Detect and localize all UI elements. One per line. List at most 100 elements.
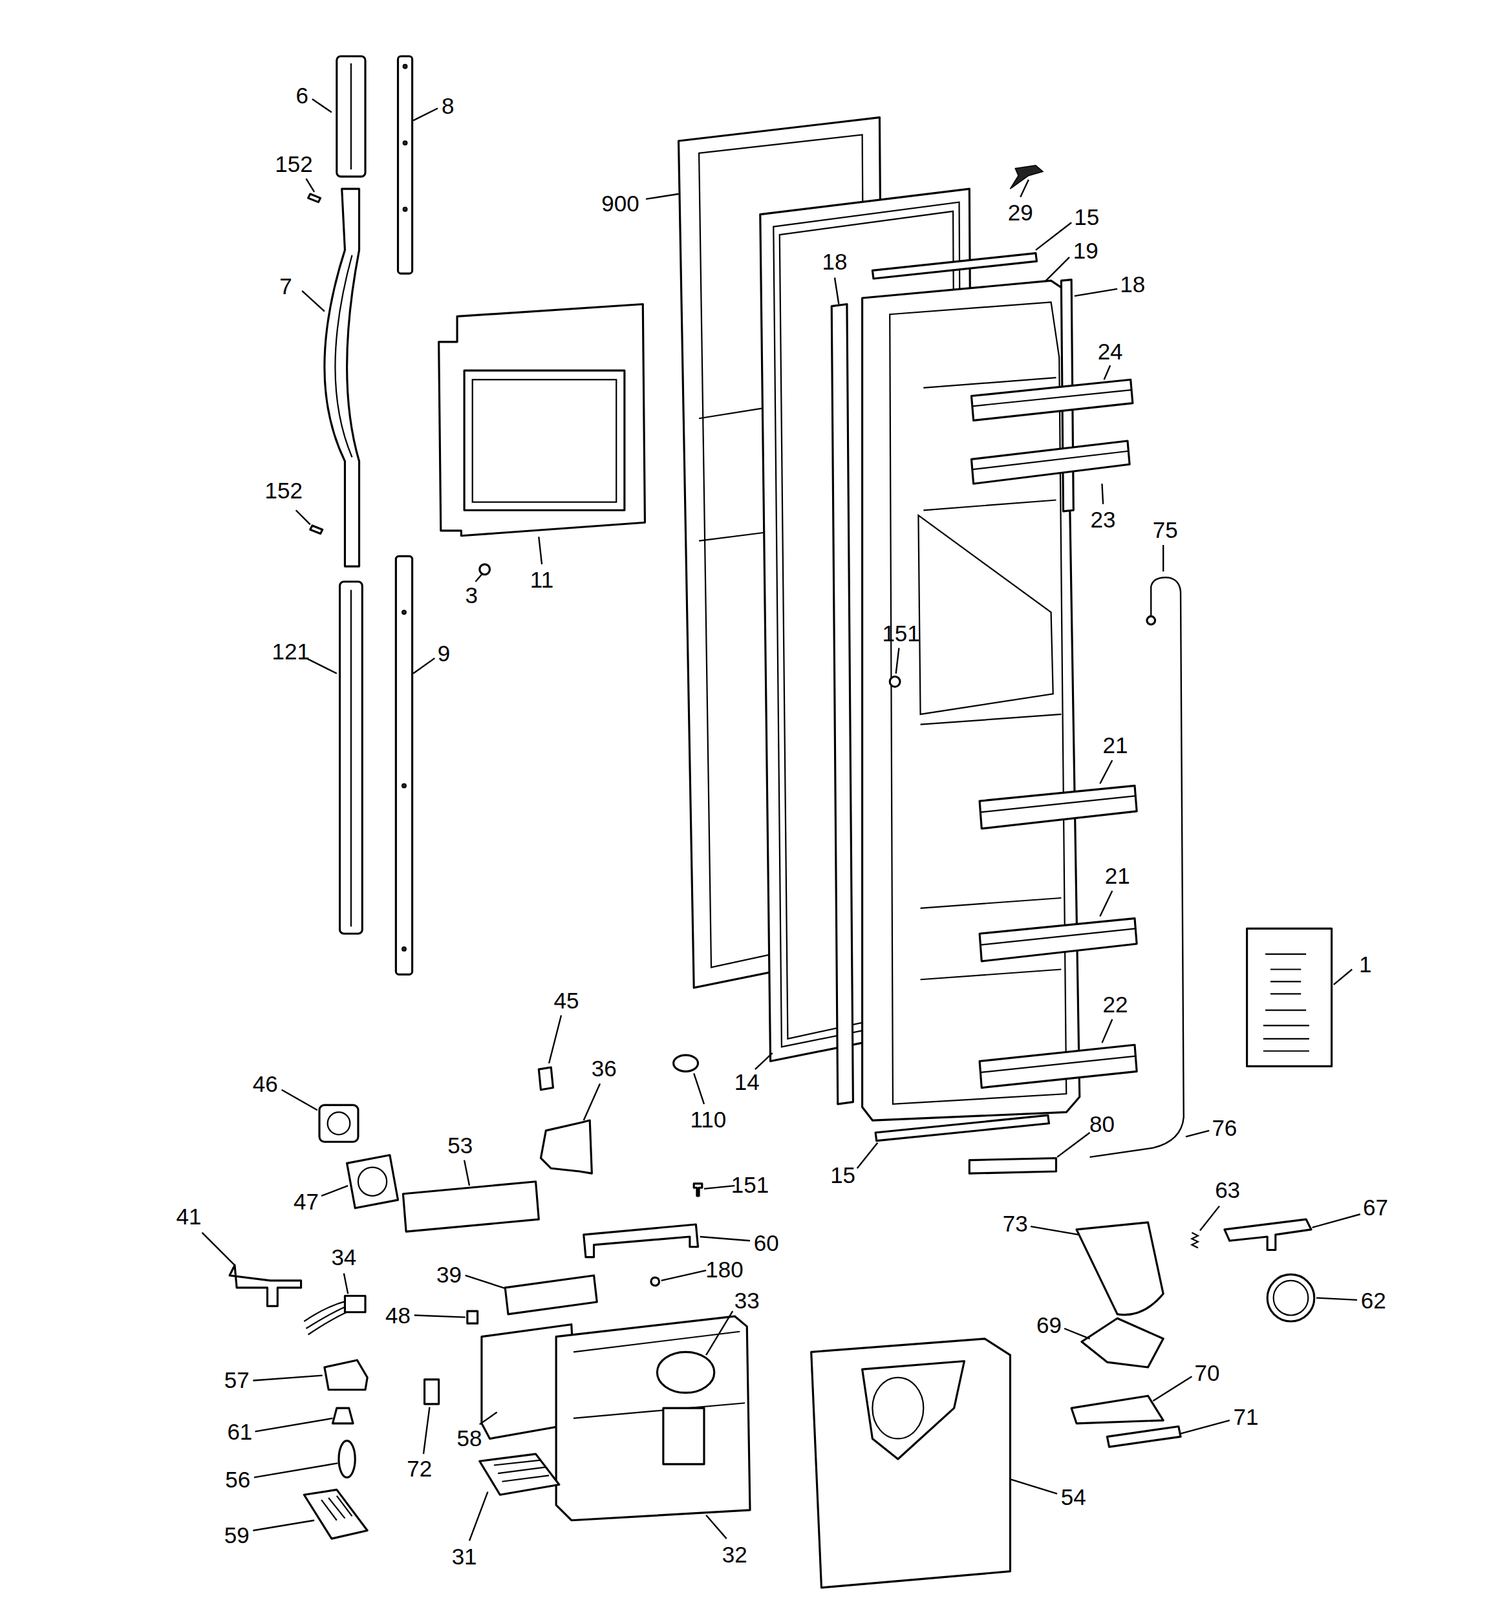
ring xyxy=(1267,1274,1315,1322)
clip xyxy=(538,1067,553,1091)
mount xyxy=(347,1155,399,1209)
callout-number: 3 xyxy=(464,583,478,607)
callout-number: 151 xyxy=(881,621,920,644)
callout-number: 15 xyxy=(830,1163,856,1186)
door-handle xyxy=(324,188,360,567)
nut xyxy=(479,564,491,575)
callout-number: 73 xyxy=(1002,1212,1029,1235)
callout-number: 24 xyxy=(1097,339,1124,363)
callout-number: 36 xyxy=(591,1057,617,1080)
trim-strip xyxy=(395,556,412,975)
callout-number: 11 xyxy=(530,568,554,591)
socket xyxy=(332,1408,354,1424)
bracket xyxy=(540,1120,592,1174)
screw xyxy=(308,193,321,203)
callout-number: 151 xyxy=(731,1173,769,1197)
callout-number: 62 xyxy=(1360,1288,1387,1312)
callout-number: 67 xyxy=(1362,1196,1389,1219)
bracket xyxy=(229,1265,301,1307)
leader-lines xyxy=(201,98,1360,1541)
funnel xyxy=(656,1351,714,1393)
knob xyxy=(319,1104,359,1142)
trim-strip xyxy=(398,56,413,274)
callout-number: 63 xyxy=(1214,1178,1241,1202)
screw xyxy=(651,1277,660,1286)
callout-number: 46 xyxy=(252,1072,279,1096)
dispenser-housing xyxy=(556,1316,750,1521)
bracket xyxy=(1224,1219,1312,1250)
callout-number: 15 xyxy=(1073,204,1100,228)
callout-number: 76 xyxy=(1211,1115,1237,1139)
pad xyxy=(1106,1426,1181,1448)
callout-number: 39 xyxy=(436,1263,462,1286)
frame-window xyxy=(464,370,625,511)
frame xyxy=(439,303,646,536)
callout-number: 7 xyxy=(279,274,292,297)
dispenser-cover xyxy=(811,1339,1011,1588)
callout-number: 23 xyxy=(1090,508,1116,531)
clip xyxy=(467,1311,478,1324)
callout-number: 152 xyxy=(265,478,303,502)
callout-number: 6 xyxy=(295,83,308,107)
callout-number: 60 xyxy=(753,1231,780,1255)
callout-number: 56 xyxy=(225,1468,251,1491)
switch xyxy=(344,1296,366,1313)
plug xyxy=(673,1055,699,1072)
callout-number: 59 xyxy=(224,1523,250,1546)
screw xyxy=(693,1183,703,1197)
manual xyxy=(1247,928,1332,1067)
socket xyxy=(324,1360,368,1391)
callout-number: 34 xyxy=(331,1245,357,1269)
liner-strip xyxy=(831,303,853,1104)
callout-number: 22 xyxy=(1103,992,1129,1016)
callout-number: 21 xyxy=(1103,733,1129,757)
callout-number: 33 xyxy=(734,1288,760,1312)
circuit-board xyxy=(504,1275,597,1315)
callout-number: 45 xyxy=(553,988,579,1012)
callout-number: 900 xyxy=(601,192,639,215)
callout-number: 71 xyxy=(1233,1404,1259,1428)
switch xyxy=(424,1379,440,1405)
paddle xyxy=(303,1489,368,1539)
liner-bar xyxy=(872,253,1037,279)
callout-number: 80 xyxy=(1089,1112,1115,1135)
handle-cap xyxy=(336,56,366,177)
callout-number: 121 xyxy=(272,639,310,663)
callout-number: 1 xyxy=(1359,953,1372,976)
callout-number: 18 xyxy=(1119,272,1146,295)
callout-number: 47 xyxy=(293,1189,319,1213)
callout-number: 18 xyxy=(822,250,848,273)
bracket xyxy=(583,1224,699,1258)
plate xyxy=(402,1181,539,1232)
callout-number: 180 xyxy=(705,1258,743,1281)
callout-number: 69 xyxy=(1036,1313,1062,1336)
callout-number: 53 xyxy=(447,1133,473,1157)
callout-number: 14 xyxy=(734,1070,760,1093)
screw xyxy=(889,676,900,688)
callout-number: 152 xyxy=(274,151,313,175)
callout-number: 57 xyxy=(224,1368,250,1391)
callout-number: 8 xyxy=(441,93,454,117)
callout-number: 75 xyxy=(1152,518,1179,542)
screw xyxy=(310,525,323,535)
callout-number: 19 xyxy=(1073,238,1099,262)
handle-lower xyxy=(340,581,363,934)
fitting xyxy=(969,1157,1056,1174)
callout-number: 29 xyxy=(1007,201,1034,224)
callout-number: 41 xyxy=(176,1205,202,1228)
callout-number: 70 xyxy=(1194,1360,1221,1384)
drip-tray xyxy=(479,1454,560,1495)
bulb xyxy=(338,1441,355,1479)
lever xyxy=(1071,1395,1164,1424)
callout-number: 58 xyxy=(457,1426,483,1449)
callout-number: 21 xyxy=(1104,864,1131,888)
callout-number: 54 xyxy=(1060,1485,1087,1509)
callout-number: 9 xyxy=(437,642,450,665)
door-shelves xyxy=(971,379,1137,1088)
callout-number: 32 xyxy=(722,1542,748,1566)
callout-number: 61 xyxy=(226,1420,253,1444)
callout-number: 31 xyxy=(451,1544,478,1568)
callout-number: 48 xyxy=(385,1304,411,1327)
callout-number: 72 xyxy=(406,1457,432,1480)
